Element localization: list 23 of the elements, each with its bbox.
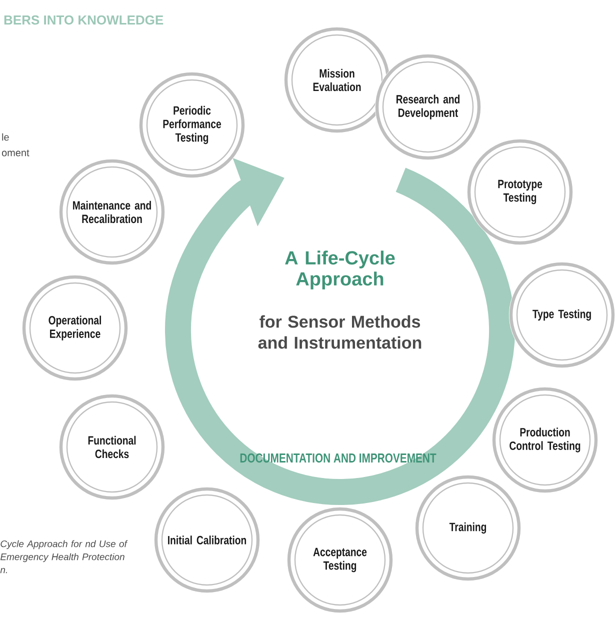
circle-node: Training (415, 475, 521, 581)
node-label: Prototype Testing (498, 180, 542, 204)
node-label: Periodic Performance Testing (163, 106, 222, 144)
circle-node: Acceptance Testing (287, 507, 393, 613)
circle-node: Maintenance and Recalibration (59, 159, 165, 265)
circle-node: Research and Development (375, 54, 481, 160)
circle-node: Production Control Testing (492, 387, 598, 493)
circle-node: Functional Checks (59, 394, 165, 500)
body-text: le (2, 133, 9, 141)
body-text: oment (2, 150, 30, 156)
circle-node: Operational Experience (22, 275, 128, 381)
circle-node: Periodic Performance Testing (139, 72, 245, 178)
node-label: Type Testing (532, 309, 591, 321)
node-label: Research and Development (396, 94, 460, 120)
header-text: BERS INTO KNOWLEDGE (4, 15, 164, 25)
arrow-label: DOCUMENTATION AND IMPROVEMENT (240, 453, 436, 463)
center-subtitle: for Sensor Methods and Instrumentation (258, 315, 422, 349)
circle-node: Type Testing (509, 262, 615, 368)
circle-node: Mission Evaluation (284, 27, 390, 133)
center-title: A Life-Cycle Approach (285, 250, 395, 290)
circle-node: Initial Calibration (154, 487, 260, 593)
circle-node: Prototype Testing (467, 139, 573, 245)
caption-text: Cycle Approach for nd Use of Emergency Health Protection n. (0, 540, 128, 574)
